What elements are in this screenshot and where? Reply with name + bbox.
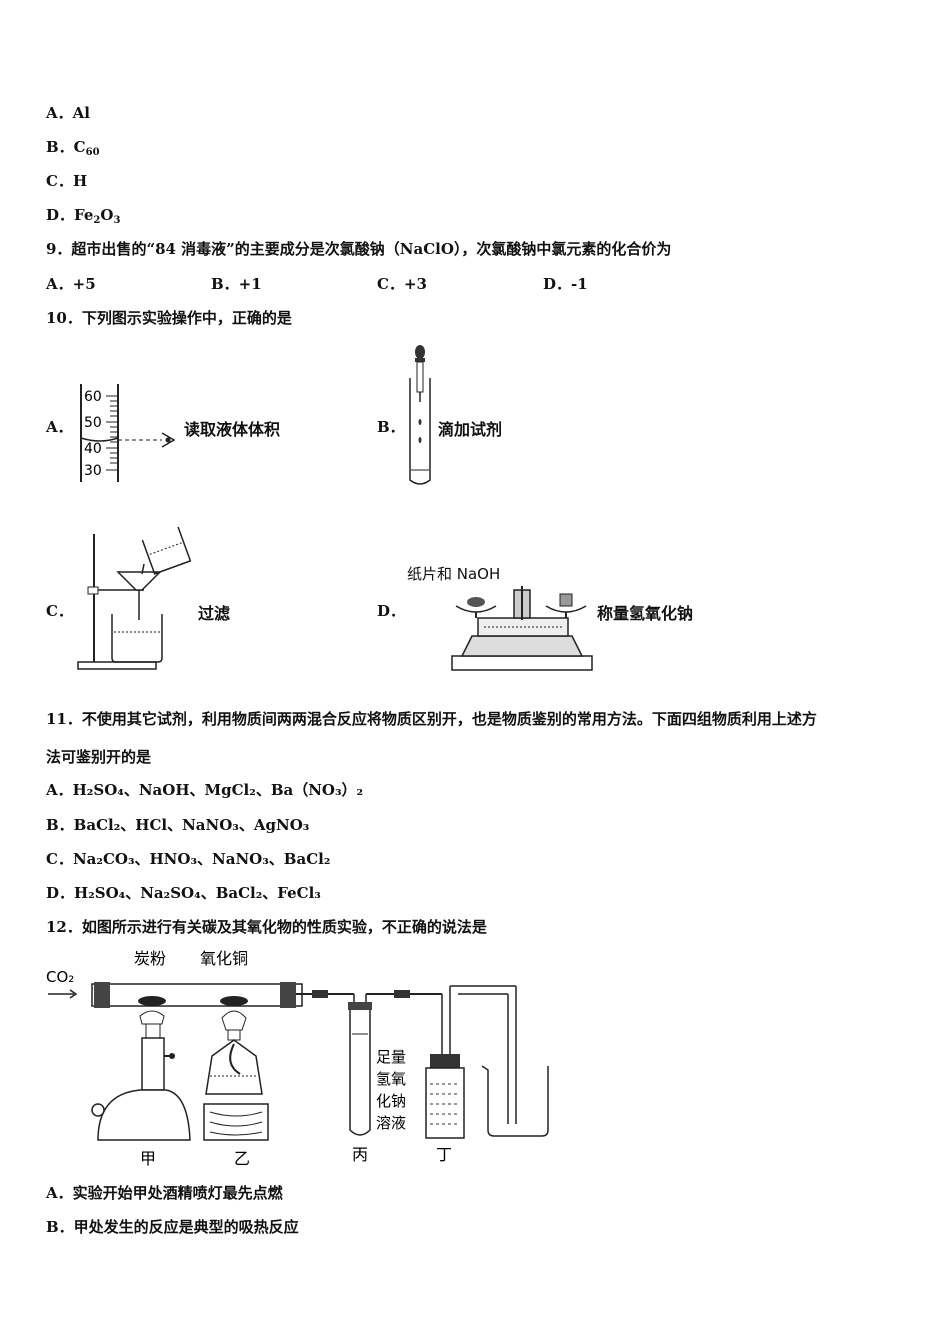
- q12-option-b: B．甲处发生的反应是典型的吸热反应: [46, 1218, 299, 1236]
- q8-option-d-sub2: 3: [113, 215, 121, 226]
- q8-option-d: D．Fe2O3: [46, 204, 120, 226]
- q8-option-b-sub: 60: [85, 147, 100, 158]
- q10-option-d-text: 称量氢氧化钠: [597, 604, 694, 623]
- q9-option-a: A．+5: [46, 275, 96, 293]
- balance-figure: [451, 586, 593, 671]
- naoh-line-3: 化钠: [376, 1092, 406, 1110]
- q8-option-d-sub1: 2: [93, 215, 101, 226]
- q10-option-a-letter: A．: [46, 418, 73, 436]
- q11-stem-line2: 法可鉴别开的是: [46, 748, 152, 766]
- tick-label-30: 30: [84, 463, 102, 479]
- q8-option-a: A．Al: [46, 104, 90, 122]
- q8-option-b: B．C60: [46, 136, 100, 158]
- naoh-line-4: 溶液: [376, 1114, 406, 1132]
- q8-option-c: C．H: [46, 172, 88, 190]
- q12-option-a: A．实验开始甲处酒精喷灯最先点燃: [46, 1184, 283, 1202]
- label-yi: 乙: [234, 1149, 250, 1168]
- graduated-cylinder-figure: 60 50 40 30: [80, 384, 176, 482]
- tick-label-40: 40: [84, 441, 102, 457]
- q9-stem: 9．超市出售的“84 消毒液”的主要成分是次氯酸钠（NaClO），次氯酸钠中氯元…: [46, 240, 672, 258]
- naoh-line-2: 氢氧: [376, 1070, 406, 1088]
- q10-option-a-text: 读取液体体积: [184, 420, 281, 439]
- q11-option-a: A．H₂SO₄、NaOH、MgCl₂、Ba（NO₃）₂: [46, 781, 364, 799]
- q12-stem: 12．如图所示进行有关碳及其氧化物的性质实验，不正确的说法是: [46, 918, 487, 936]
- q10-stem: 10．下列图示实验操作中，正确的是: [46, 309, 292, 327]
- q11-option-b: B．BaCl₂、HCl、NaNO₃、AgNO₃: [46, 816, 310, 834]
- tick-label-50: 50: [84, 415, 102, 431]
- q11-option-d: D．H₂SO₄、Na₂SO₄、BaCl₂、FeCl₃: [46, 884, 321, 902]
- q8-option-d-mid: O: [100, 206, 114, 224]
- label-jia: 甲: [140, 1149, 156, 1168]
- carbon-powder-label: 炭粉: [134, 949, 166, 968]
- q8-option-d-text: D．Fe: [46, 206, 94, 224]
- label-ding: 丁: [436, 1145, 452, 1164]
- q9-option-b: B．+1: [211, 275, 262, 293]
- q9-option-d: D．-1: [543, 275, 588, 293]
- q10-option-c-letter: C．: [46, 602, 73, 620]
- q10-d-figure-label: 纸片和 NaOH: [407, 565, 501, 583]
- copper-oxide-label: 氧化铜: [200, 949, 248, 968]
- dropper-figure: [409, 345, 431, 485]
- q11-option-c: C．Na₂CO₃、HNO₃、NaNO₃、BaCl₂: [46, 850, 331, 868]
- carbon-oxide-apparatus-figure: CO₂ 炭粉 氧化铜 足量 氢氧 化钠 溶液 甲 乙 丙 丁: [46, 949, 549, 1168]
- q10-option-c-text: 过滤: [198, 604, 231, 623]
- q9-option-c: C．+3: [377, 275, 427, 293]
- co2-label: CO₂: [46, 968, 74, 986]
- q10-option-d-letter: D．: [377, 602, 406, 620]
- tick-label-60: 60: [84, 389, 102, 405]
- q10-option-b-text: 滴加试剂: [438, 420, 503, 439]
- naoh-line-1: 足量: [376, 1048, 406, 1066]
- q8-option-b-text: B．C: [46, 138, 86, 156]
- filtration-figure: [77, 526, 192, 670]
- q10-option-b-letter: B．: [377, 418, 405, 436]
- label-bing: 丙: [352, 1145, 368, 1164]
- q11-stem-line1: 11．不使用其它试剂，利用物质间两两混合反应将物质区别开，也是物质鉴别的常用方法…: [46, 710, 817, 728]
